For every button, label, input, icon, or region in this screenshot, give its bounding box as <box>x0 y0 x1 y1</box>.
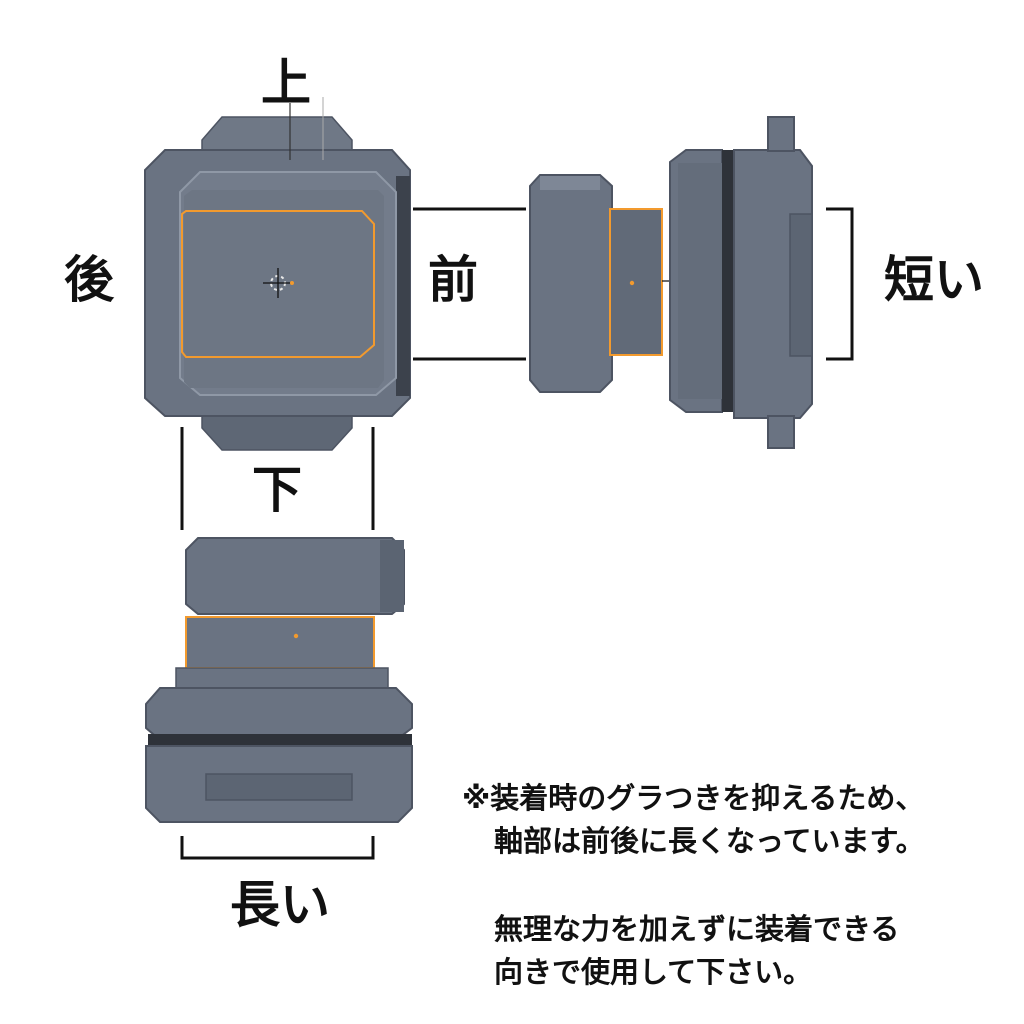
long-bracket <box>180 836 375 860</box>
label-back: 後 <box>64 251 114 309</box>
label-short: 短い <box>884 251 984 309</box>
note-line-4: 向きで使用して下さい。 <box>494 955 813 989</box>
label-top: 上 <box>261 54 311 112</box>
front-bracket <box>413 207 526 361</box>
side-view-part <box>529 116 813 449</box>
note-line-3: 無理な力を加えずに装着できる <box>494 912 900 946</box>
short-bracket <box>826 207 854 361</box>
bottom-bracket <box>180 427 375 530</box>
top-view-part <box>144 116 411 451</box>
bottom-view-part <box>145 537 413 823</box>
label-front: 前 <box>428 251 478 309</box>
label-long: 長い <box>230 876 330 934</box>
note-line-2: 軸部は前後に長くなっています。 <box>494 824 925 858</box>
label-bottom: 下 <box>252 461 302 519</box>
note-line-1: ※装着時のグラつきを抑えるため、 <box>462 781 925 815</box>
